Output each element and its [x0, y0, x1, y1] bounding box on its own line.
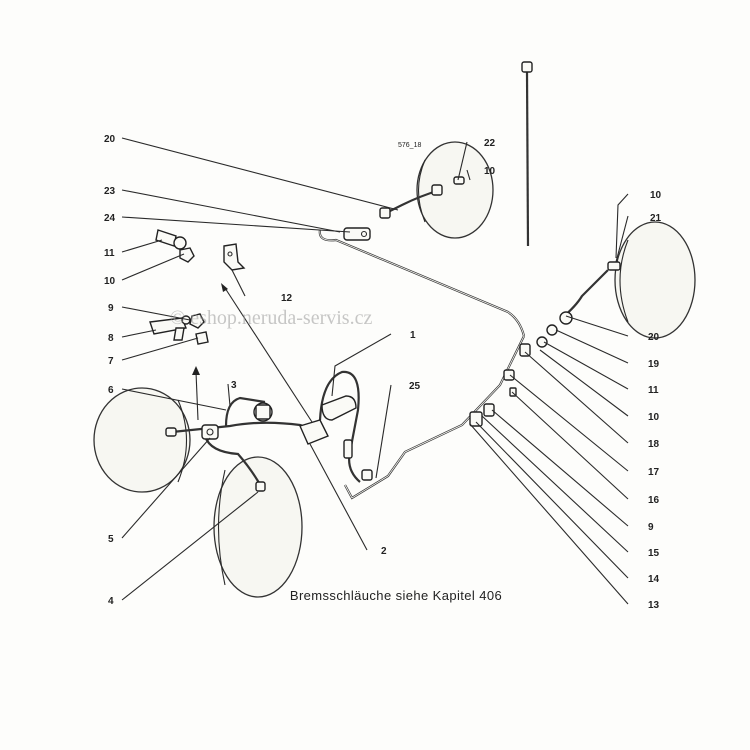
- callout-11: 11: [104, 248, 115, 259]
- part-fitting-front-left: [165, 427, 177, 437]
- callout-5: 5: [108, 534, 114, 545]
- callout-10: 10: [648, 412, 660, 423]
- callouts: 20 22 10 23 24 10 21 11 10 12 9 8 7 1 20…: [104, 134, 662, 611]
- callout-18: 18: [648, 439, 660, 450]
- part-master-2: [299, 419, 329, 445]
- callout-6: 6: [108, 385, 114, 396]
- callout-22: 22: [484, 138, 496, 149]
- part-nut-7: [195, 331, 209, 345]
- figure-reference: 576_18: [398, 142, 421, 149]
- caption: Bremsschläuche siehe Kapitel 406: [290, 588, 502, 603]
- part-t-piece-8: [149, 315, 191, 341]
- callout-10: 10: [104, 276, 116, 287]
- callout-21: 21: [650, 213, 662, 224]
- callout-9: 9: [108, 303, 114, 314]
- callout-20: 20: [104, 134, 116, 145]
- callout-16: 16: [648, 495, 660, 506]
- callout-12: 12: [281, 293, 293, 304]
- part-brake-hose-rear: [379, 184, 443, 219]
- part-nut-9: [189, 313, 205, 329]
- part-bracket-25: [361, 469, 373, 481]
- part-valve-5: [201, 424, 219, 440]
- leader-lines: [121, 137, 629, 605]
- part-fitting-21: [607, 261, 621, 271]
- callout-9: 9: [648, 522, 654, 533]
- callout-4: 4: [108, 596, 114, 607]
- part-master-cylinder-1: [321, 395, 357, 459]
- callout-8: 8: [108, 333, 114, 344]
- part-union-11: [155, 229, 187, 250]
- callout-2: 2: [381, 546, 387, 557]
- callout-10: 10: [650, 190, 662, 201]
- callout-7: 7: [108, 356, 114, 367]
- part-clip-12: [223, 243, 246, 271]
- callout-17: 17: [648, 467, 660, 478]
- callout-13: 13: [648, 600, 660, 611]
- callout-20: 20: [648, 332, 660, 343]
- direction-arrows: [192, 283, 313, 423]
- callout-15: 15: [648, 548, 660, 559]
- part-top-fitting: [521, 61, 533, 73]
- wheel-rear-right: [416, 141, 494, 239]
- callout-11: 11: [648, 385, 659, 396]
- callout-23: 23: [104, 186, 116, 197]
- callout-14: 14: [648, 574, 660, 585]
- callout-10: 10: [484, 166, 496, 177]
- wheel-front-right: [614, 221, 696, 339]
- part-junction-3: [253, 402, 273, 422]
- callout-3: 3: [231, 380, 237, 391]
- callout-1: 1: [410, 330, 416, 341]
- part-rh-stack: [469, 311, 573, 427]
- callout-24: 24: [104, 213, 116, 224]
- part-bracket-24: [343, 227, 371, 241]
- part-nut-10: [179, 247, 195, 263]
- brake-lines: [171, 71, 609, 500]
- callout-25: 25: [409, 381, 421, 392]
- watermark: © eshop.neruda-servis.cz: [170, 307, 372, 329]
- part-fitting-4: [255, 481, 266, 492]
- wheel-rear-left: [213, 456, 303, 598]
- wheel-front-left: [93, 387, 191, 493]
- callout-19: 19: [648, 359, 660, 370]
